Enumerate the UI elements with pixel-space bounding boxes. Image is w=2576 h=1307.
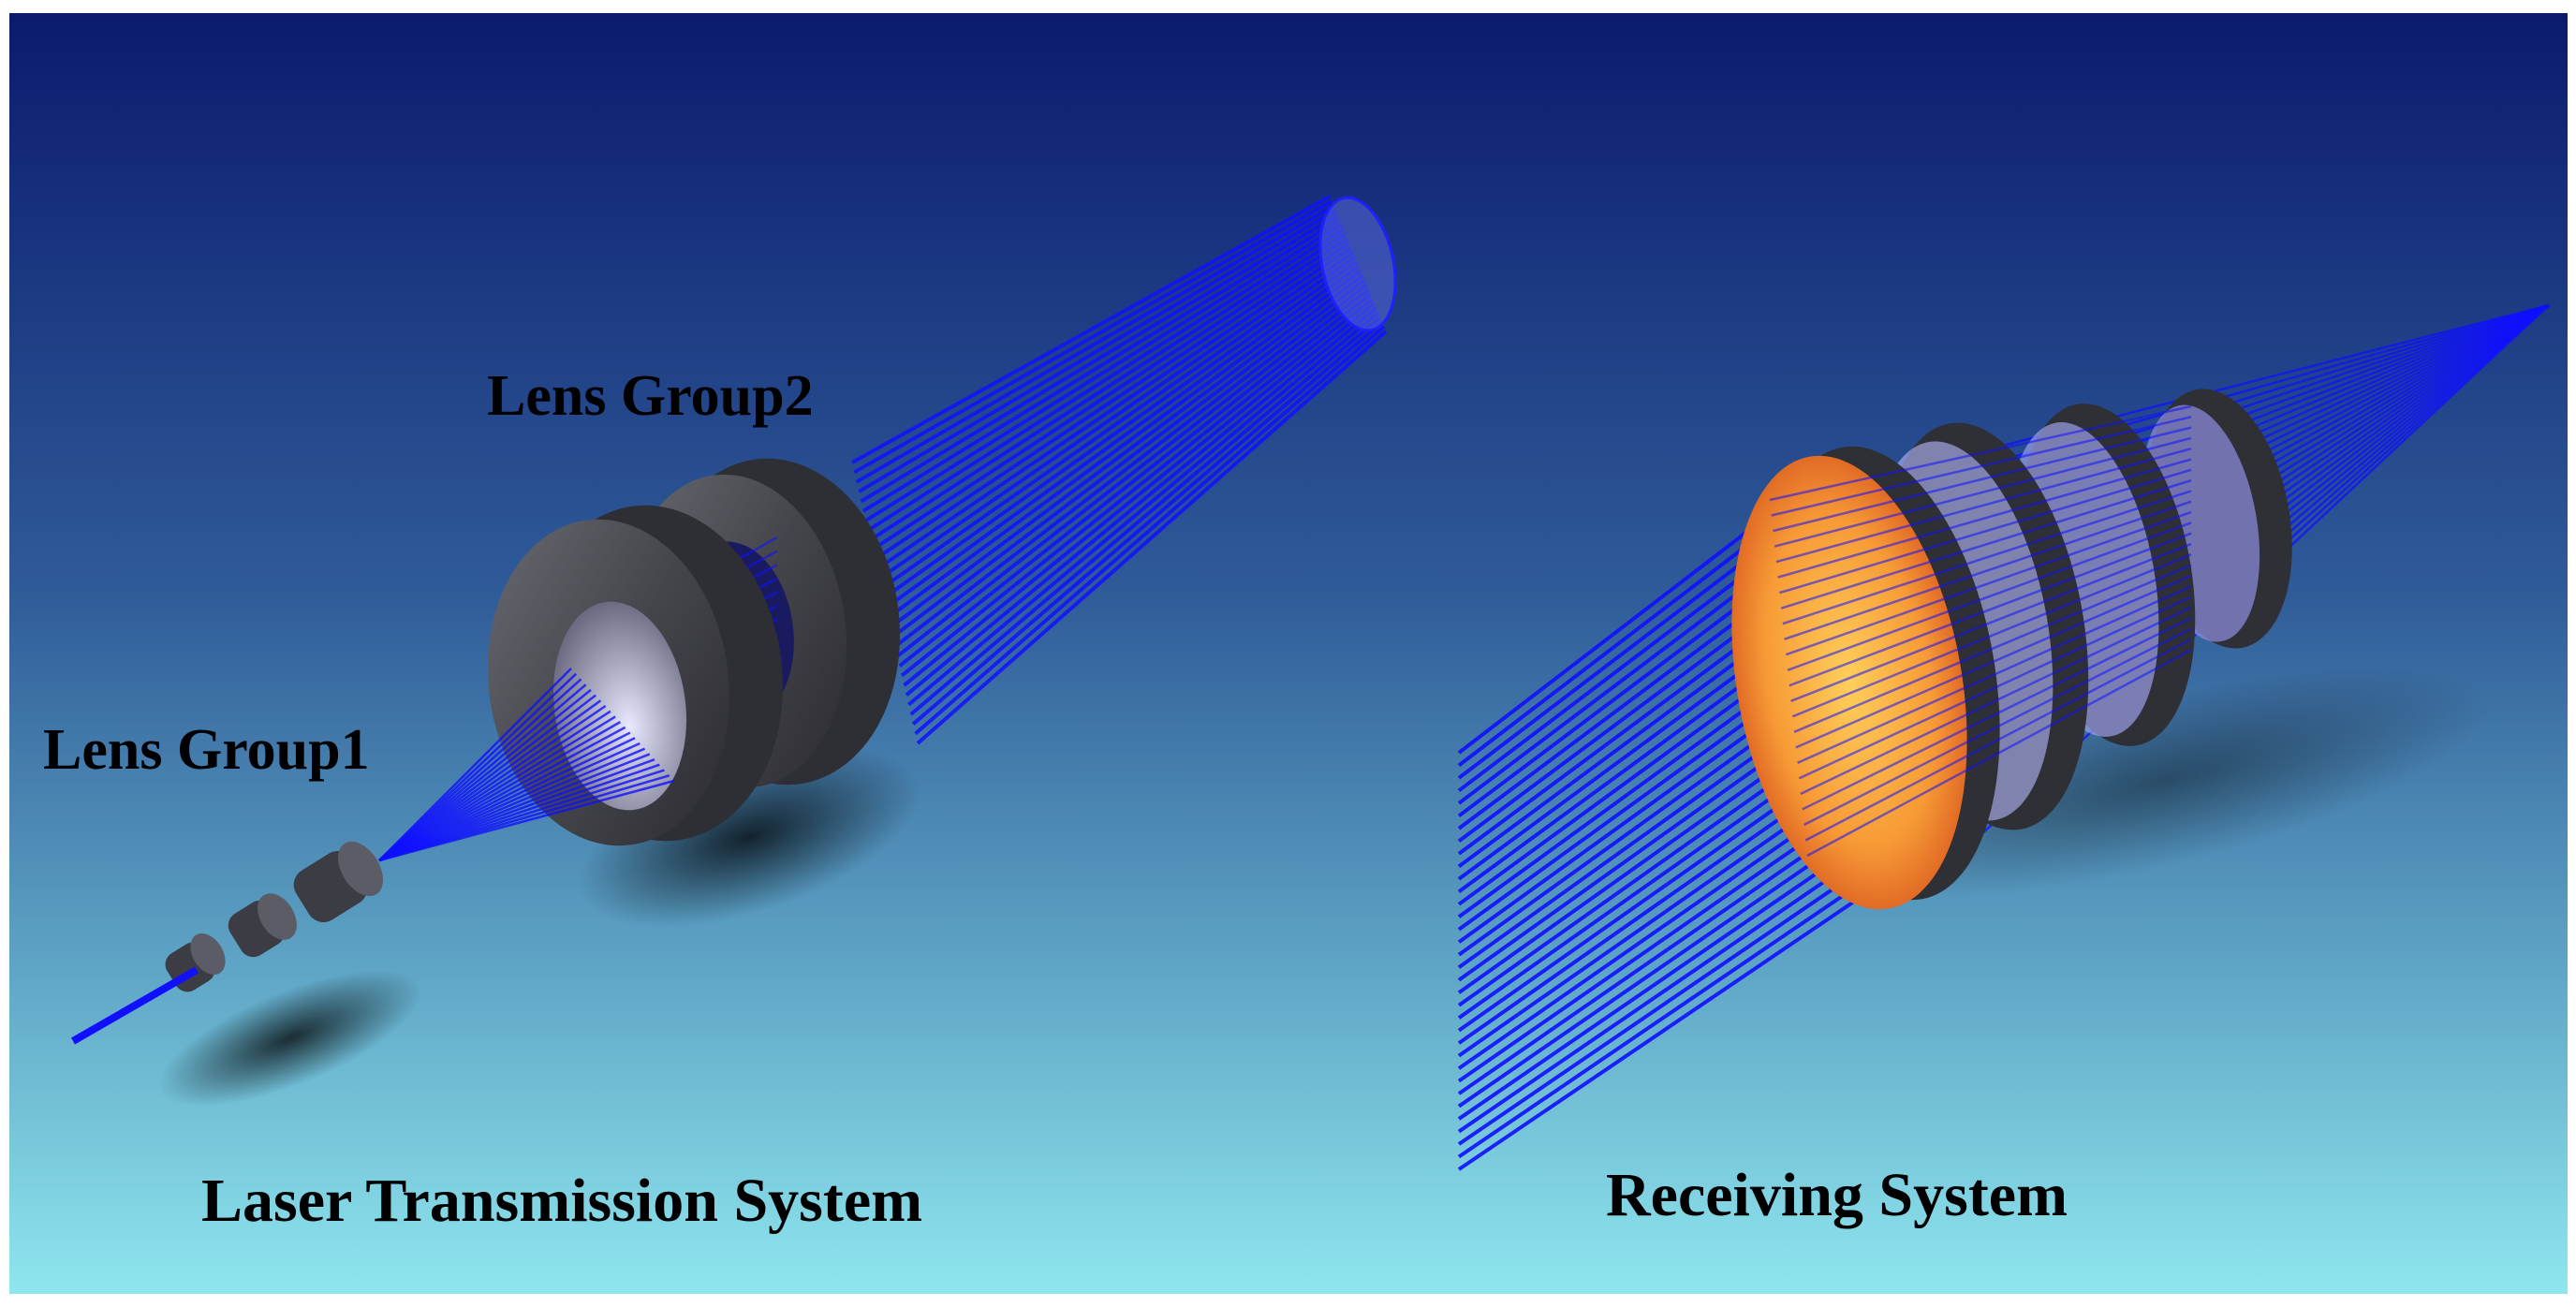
receiver-shadow	[1835, 665, 2491, 897]
beam-ray	[1795, 574, 2192, 749]
beam-ray	[858, 209, 1337, 493]
lens-group2	[487, 458, 901, 846]
beam-ray	[1457, 509, 1793, 768]
beam-ray	[866, 228, 1345, 533]
beam-ray	[871, 237, 1348, 551]
beam-ray	[876, 245, 1352, 571]
beam-ray	[1457, 845, 1895, 1146]
transmitted-beam	[851, 195, 1388, 745]
beam-ray	[896, 287, 1370, 658]
beam-ray	[1782, 490, 2192, 625]
beam-ray	[1787, 521, 2192, 671]
beam-ray	[889, 273, 1364, 629]
beam-ray	[891, 278, 1366, 639]
beam-ray	[862, 218, 1341, 513]
receiving-system-label: Receiving System	[1606, 1161, 2068, 1229]
beam-ray	[1804, 638, 2192, 842]
diagram-canvas: Lens Group2 Lens Group1 Laser Transmissi…	[9, 13, 2568, 1294]
beam-ray	[1773, 426, 2192, 533]
beam-ray	[853, 199, 1333, 475]
beam-ray	[877, 250, 1354, 580]
beam-ray	[378, 694, 596, 861]
beam-ray	[1784, 500, 2192, 640]
received-beam-front-rays	[1769, 404, 2192, 858]
beam-ray	[874, 241, 1350, 562]
beam-ray	[378, 678, 582, 861]
beam-ray	[882, 259, 1359, 600]
lens-group2-ring-front-hole	[552, 601, 687, 811]
beam-ray	[378, 779, 675, 862]
beam-ray	[905, 306, 1377, 697]
beam-ray	[911, 320, 1384, 726]
beam-ray	[864, 223, 1343, 522]
optical-scene	[9, 13, 2568, 1294]
beam-ray	[909, 316, 1382, 716]
beam-ray	[907, 311, 1380, 707]
beam-ray	[860, 213, 1339, 504]
beam-ray	[855, 204, 1335, 484]
beam-ray	[1803, 627, 2192, 827]
beam-ray	[1457, 868, 1903, 1171]
beam-ray	[1775, 448, 2192, 564]
beam-ray	[1797, 585, 2192, 765]
beam-ray	[1806, 648, 2192, 858]
beam-ray	[1457, 498, 1790, 755]
beam-ray	[1780, 478, 2192, 609]
beam-ray	[1793, 564, 2192, 733]
beam-ray	[1774, 436, 2192, 548]
beam-ray	[1788, 532, 2192, 687]
beam-ray	[378, 683, 587, 861]
beam-ray	[1790, 542, 2192, 702]
lens-group1-element-2	[228, 893, 297, 958]
beam-exit-face	[1318, 196, 1397, 332]
lens-group1-label: Lens Group1	[43, 718, 370, 782]
beam-ray	[880, 255, 1357, 591]
beam-ray	[1800, 606, 2192, 796]
beam-ray	[1771, 416, 2192, 517]
diverging-beam	[378, 668, 675, 862]
beam-ray	[378, 688, 592, 861]
beam-ray	[378, 704, 607, 862]
beam-ray	[378, 721, 622, 862]
beam-ray	[893, 283, 1368, 649]
beam-ray	[1785, 510, 2192, 656]
laser-transmission-system-label: Laser Transmission System	[201, 1167, 923, 1235]
beam-ray	[1457, 857, 1899, 1159]
beam-ray	[378, 710, 611, 862]
beam-ray	[1900, 303, 2550, 474]
beam-ray	[885, 264, 1361, 609]
beam-ray	[378, 699, 602, 862]
beam-ray	[887, 269, 1362, 620]
beam-ray	[378, 668, 572, 861]
beam-ray	[1457, 834, 1892, 1134]
beam-ray	[1769, 404, 2192, 502]
beam-ray	[1777, 458, 2192, 579]
beam-ray	[1798, 595, 2192, 780]
lens-group1	[165, 841, 383, 992]
beam-ray	[900, 297, 1374, 678]
beam-ray	[378, 715, 616, 862]
beam-ray	[851, 195, 1331, 464]
beam-ray	[914, 325, 1386, 736]
lens-group2-label: Lens Group2	[487, 364, 814, 428]
input-laser-beam	[71, 966, 199, 1045]
lens-group1-element-3	[293, 841, 383, 923]
beam-ray	[869, 232, 1347, 542]
beam-ray	[916, 330, 1388, 745]
beam-ray	[378, 672, 578, 861]
beam-ray	[898, 292, 1372, 668]
beam-ray	[1779, 468, 2192, 595]
lens-group1-shadow	[158, 970, 422, 1107]
beam-ray	[1791, 553, 2192, 718]
beam-ray	[1802, 616, 2192, 811]
beam-ray	[903, 301, 1376, 687]
